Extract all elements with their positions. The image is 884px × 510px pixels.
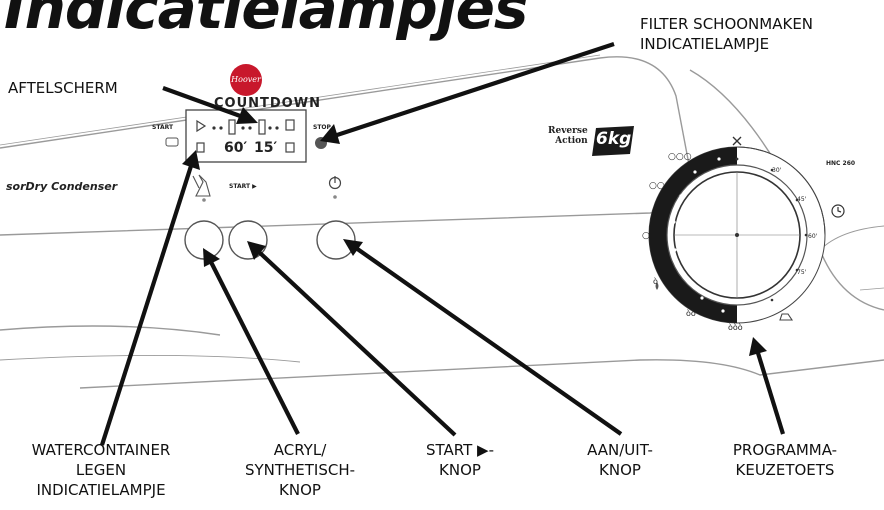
model-text: sorDry Condenser — [6, 180, 118, 193]
callout-aanuit: AAN/UIT- KNOP — [587, 441, 653, 479]
callout-filter: FILTER SCHOONMAKEN INDICATIELAMPJE — [640, 15, 814, 53]
dial-drop-3: òòò — [728, 323, 743, 332]
power-icon — [328, 176, 342, 190]
stop-label: STOP — [313, 124, 331, 131]
start-button-label: START ▶ — [229, 183, 257, 190]
power-button[interactable] — [316, 220, 356, 260]
program-dial[interactable] — [648, 146, 826, 324]
buttons — [184, 220, 356, 260]
callout-aftelscherm: AFTELSCHERM — [8, 79, 118, 97]
callout-arrows — [99, 42, 786, 446]
timer-icon — [831, 204, 845, 218]
dial-drop-1: ò — [653, 277, 658, 286]
reverse-action-label: Reverse Action — [548, 126, 588, 146]
drop-icon — [655, 282, 659, 290]
start-label: START — [152, 124, 174, 131]
dial-ticks — [672, 157, 725, 313]
timer-45: 45' — [797, 196, 807, 203]
dial-drop-2: òò — [686, 309, 696, 318]
capacity-badge-text: 6kg — [596, 129, 632, 149]
brand-name: COUNTDOWN — [214, 96, 321, 111]
model-code: HNC 260 — [826, 160, 856, 167]
display-segments — [196, 119, 295, 153]
callout-watercontainer: WATERCONTAINER LEGEN INDICATIELAMPJE — [31, 441, 171, 499]
dial-outer-dots — [735, 157, 808, 302]
iron-icon — [779, 313, 794, 321]
time-60: 60′ — [224, 140, 248, 156]
power-lamp — [333, 195, 337, 199]
start-icon — [165, 137, 179, 147]
display-dots — [212, 126, 279, 130]
timer-75: 75' — [797, 269, 807, 276]
brand-logo: Hoover — [230, 64, 262, 96]
callout-start: START ▶- KNOP — [426, 441, 494, 479]
callout-programma: PROGRAMMA- KEUZETOETS — [732, 441, 838, 479]
timer-60: 60' — [808, 233, 818, 240]
dial-marker-3: ○○○ — [668, 152, 692, 162]
dial-marker-2: ○○ — [649, 181, 665, 191]
timer-30: 30' — [772, 167, 782, 174]
start-lamp — [202, 198, 206, 202]
page-title: Indicatielampjes — [4, 0, 528, 42]
capacity-badge — [592, 126, 634, 156]
air-dry-icon — [732, 136, 742, 146]
dial-marker-1: ○ — [642, 231, 650, 241]
time-15: 15′ — [254, 140, 278, 156]
callout-acryl: ACRYL/ SYNTHETISCH- KNOP — [244, 441, 356, 499]
water-tank-icon — [192, 174, 211, 197]
